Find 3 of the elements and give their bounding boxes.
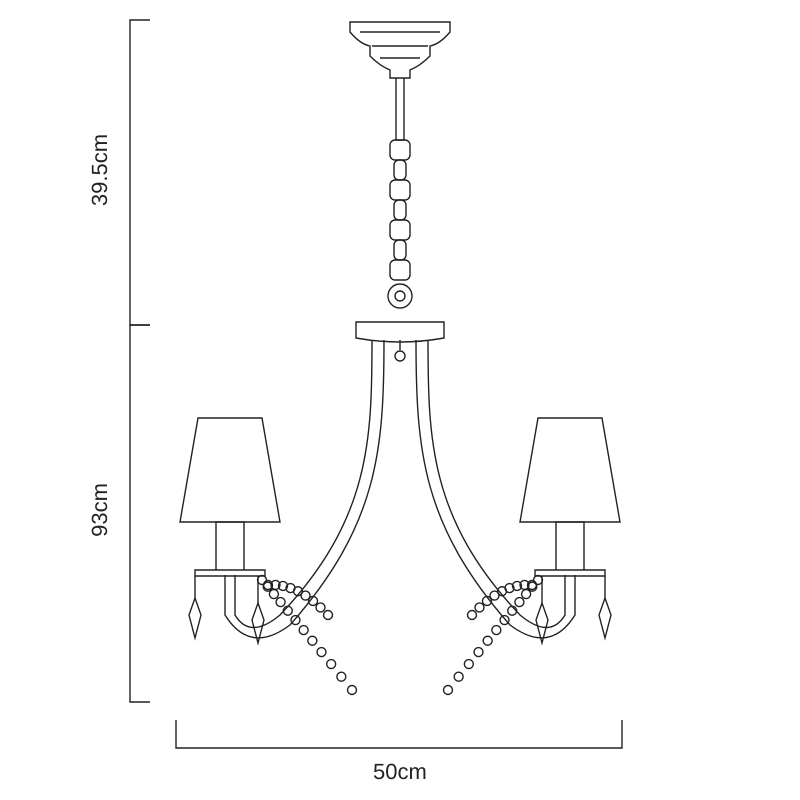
dimension-label: 50cm [373, 759, 427, 785]
dimension-label: 93cm [86, 483, 113, 537]
dimension-label: 39.5cm [87, 134, 114, 206]
